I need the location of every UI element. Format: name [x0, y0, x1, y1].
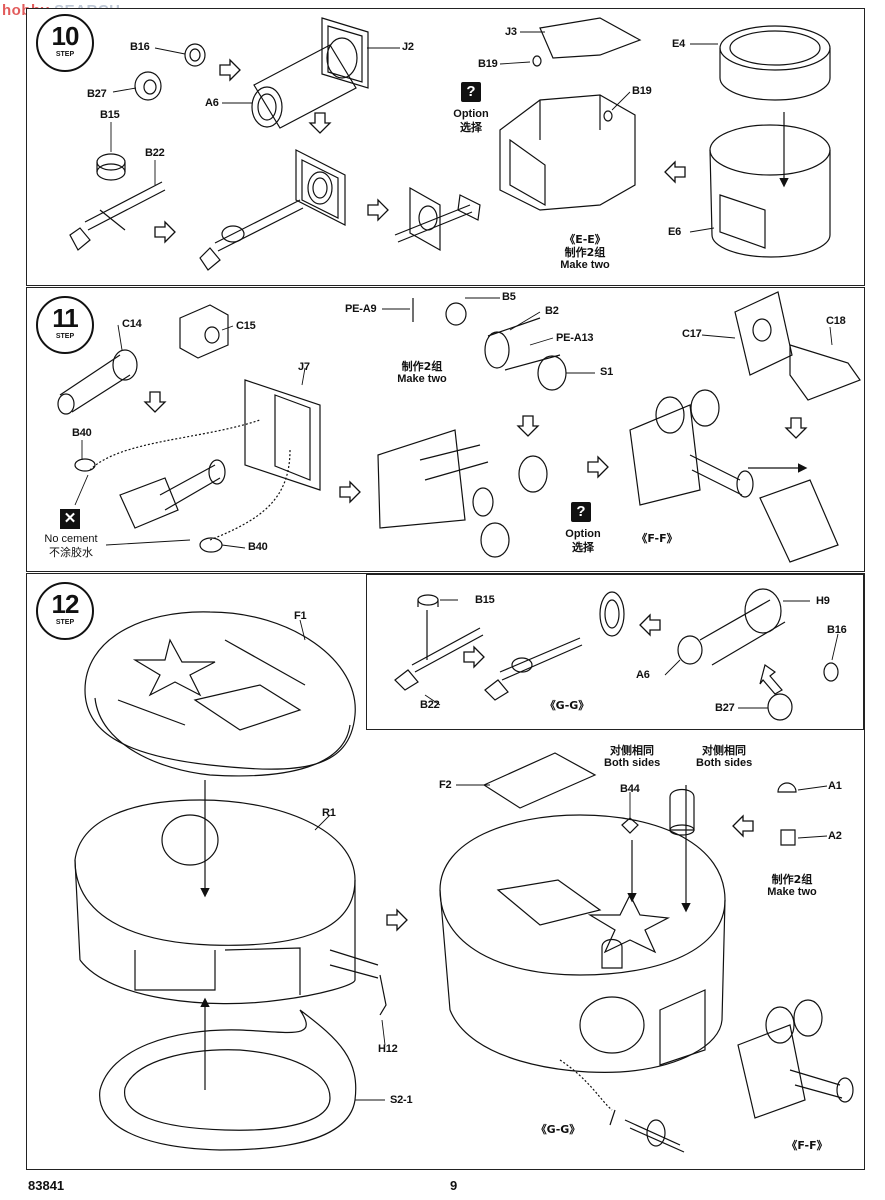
- option-en: Option: [453, 108, 489, 120]
- option-en: Option: [565, 528, 601, 540]
- view-g-g: 《G-G》: [544, 699, 590, 712]
- part-label: A6: [205, 97, 219, 109]
- part-label: J7: [298, 361, 310, 373]
- part-label: C15: [236, 320, 256, 332]
- part-label: B22: [420, 699, 440, 711]
- step-10-word: STEP: [55, 51, 75, 58]
- make-two-en: Make two: [397, 373, 447, 385]
- no-cement-cn: 不涂胶水: [49, 546, 93, 559]
- part-label: PE-A13: [556, 332, 594, 344]
- part-label: R1: [322, 807, 336, 819]
- make-two-cn: 制作2组: [564, 246, 606, 259]
- part-label: E4: [672, 38, 686, 50]
- part-label: B16: [130, 41, 150, 53]
- view-g-g-2: 《G-G》: [535, 1123, 581, 1136]
- part-label: B27: [87, 88, 107, 100]
- make-two-en: Make two: [767, 886, 817, 898]
- step-10-number: 10: [51, 21, 80, 51]
- step-10-badge: 10 STEP: [36, 14, 94, 72]
- part-label: J3: [505, 26, 517, 38]
- make-two-cn: 制作2组: [771, 873, 813, 886]
- part-label: A1: [828, 780, 842, 792]
- view-e-e-note: 《E-E》 制作2组 Make two: [550, 233, 620, 272]
- part-label: S1: [600, 366, 614, 378]
- part-label: B27: [715, 702, 735, 714]
- part-label: F2: [439, 779, 452, 791]
- no-cement-icon: ✕: [60, 509, 80, 529]
- part-label: F1: [294, 610, 307, 622]
- both-sides-en: Both sides: [604, 757, 661, 769]
- part-label: J2: [402, 41, 414, 53]
- step-12-number: 12: [51, 589, 80, 619]
- option-cn: 选择: [572, 541, 594, 554]
- part-label: B40: [248, 541, 268, 553]
- page-number: 9: [450, 1178, 458, 1193]
- step-11-number: 11: [52, 303, 79, 333]
- part-label: PE-A9: [345, 303, 377, 315]
- part-label: B2: [545, 305, 559, 317]
- part-label: B22: [145, 147, 165, 159]
- both-sides-note-1: 对侧相同 Both sides: [604, 744, 660, 770]
- view-f-f-2: 《F-F》: [786, 1139, 828, 1152]
- part-label: S2-1: [390, 1094, 413, 1106]
- part-label: C17: [682, 328, 702, 340]
- both-sides-cn: 对侧相同: [610, 744, 654, 757]
- part-label: B19: [478, 58, 498, 70]
- part-label: C18: [826, 315, 846, 327]
- part-label: H9: [816, 595, 830, 607]
- no-cement-en: No cement: [44, 533, 98, 545]
- make-two-note-12: 制作2组 Make two: [762, 873, 822, 899]
- make-two-note-11: 制作2组 Make two: [392, 360, 452, 386]
- view-f-f: 《F-F》: [636, 532, 678, 545]
- part-label: B16: [827, 624, 847, 636]
- part-label: A6: [636, 669, 650, 681]
- make-two-en: Make two: [560, 259, 610, 271]
- option-note: Option 选择: [448, 108, 494, 134]
- view-e-e: 《E-E》: [564, 233, 606, 246]
- part-label: B19: [632, 85, 652, 97]
- step-11-panel: [26, 287, 865, 572]
- part-label: B44: [620, 783, 640, 795]
- step-11-badge: 11 STEP: [36, 296, 94, 354]
- step-11-word: STEP: [55, 333, 75, 340]
- both-sides-en: Both sides: [696, 757, 753, 769]
- part-label: E6: [668, 226, 682, 238]
- both-sides-note-2: 对侧相同 Both sides: [696, 744, 752, 770]
- part-label: B15: [475, 594, 495, 606]
- option-note: Option 选择: [560, 528, 606, 554]
- part-label: H12: [378, 1043, 398, 1055]
- option-cn: 选择: [460, 121, 482, 134]
- make-two-cn: 制作2组: [401, 360, 443, 373]
- part-label: B5: [502, 291, 516, 303]
- question-icon: ?: [461, 82, 481, 102]
- part-label: B40: [72, 427, 92, 439]
- no-cement-note: No cement 不涂胶水: [36, 533, 106, 559]
- part-label: B15: [100, 109, 120, 121]
- part-label: C14: [122, 318, 142, 330]
- part-label: A2: [828, 830, 842, 842]
- step-12-badge: 12 STEP: [36, 582, 94, 640]
- product-code: 83841: [28, 1178, 65, 1193]
- step-12-word: STEP: [55, 619, 75, 626]
- both-sides-cn: 对侧相同: [702, 744, 746, 757]
- question-icon: ?: [571, 502, 591, 522]
